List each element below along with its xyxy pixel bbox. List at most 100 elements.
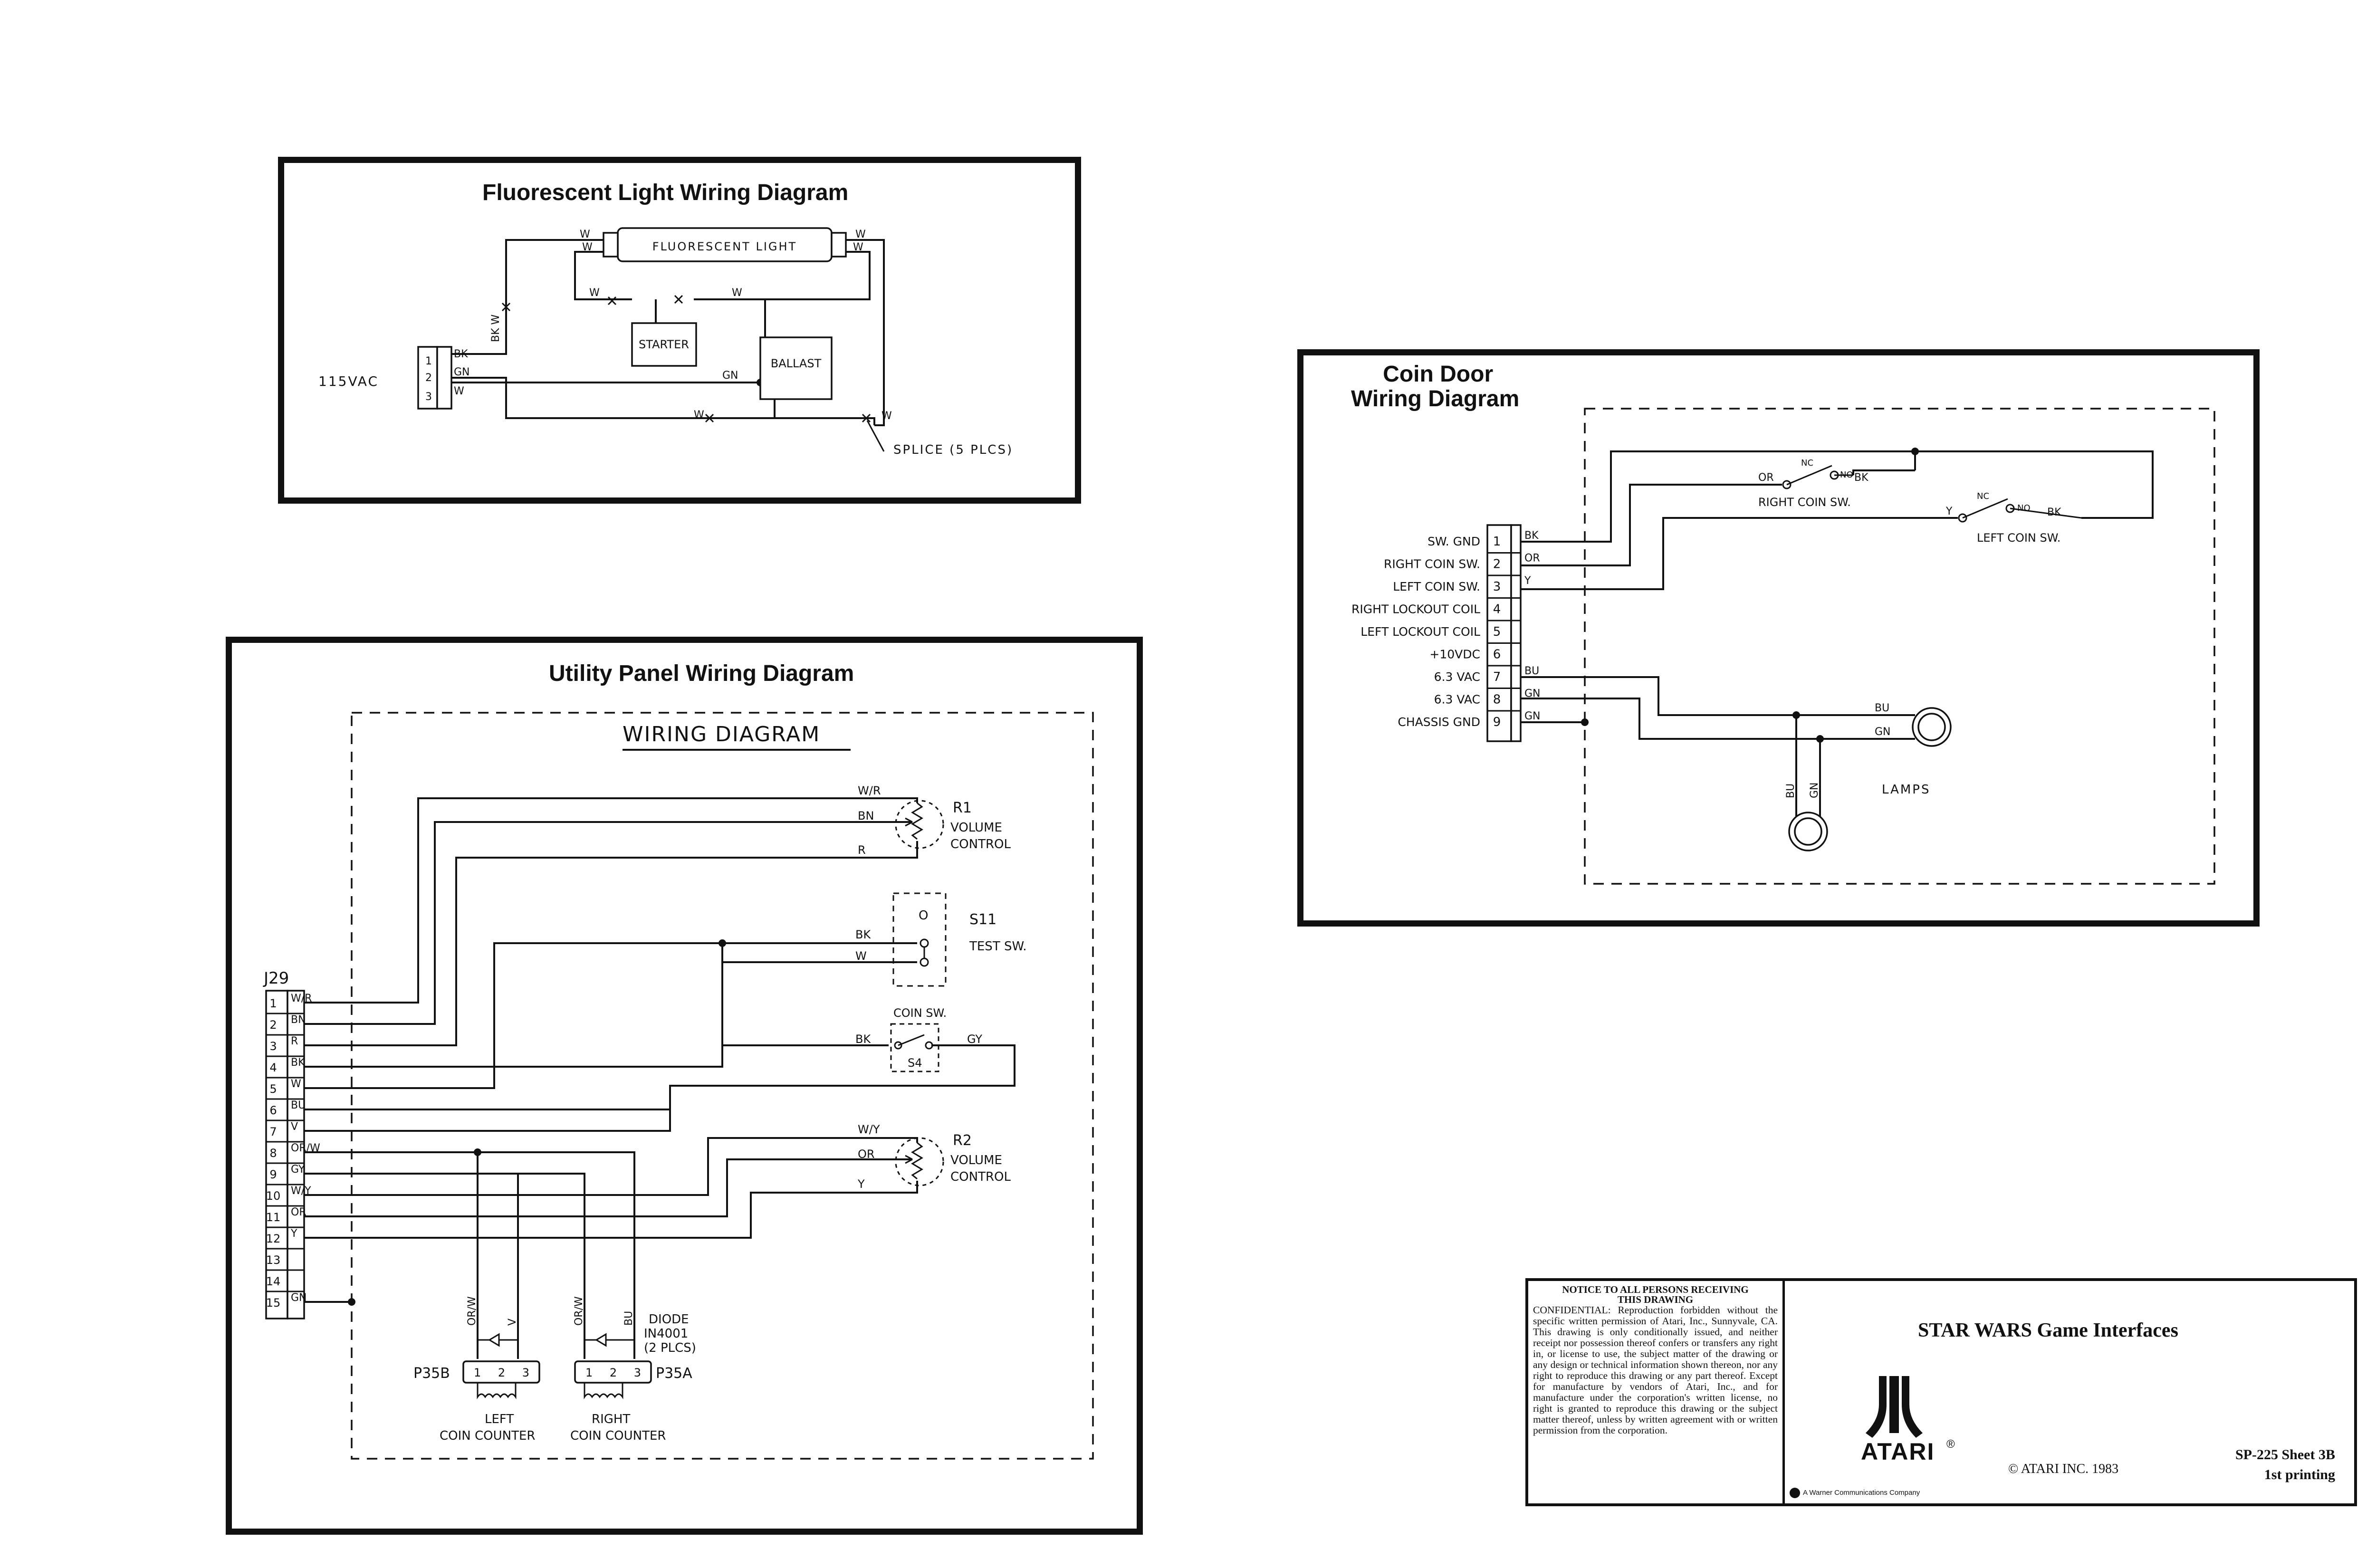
starter (631, 322, 697, 367)
j29-pin-number: 6 (269, 1104, 277, 1117)
coin-door-pin-number: 3 (1493, 580, 1501, 594)
right-coin-switch (1782, 465, 1853, 489)
coin-door-signal-label: RIGHT COIN SW. (1384, 557, 1480, 571)
svg-text:3: 3 (425, 391, 432, 403)
j29-pin-number: 15 (266, 1296, 281, 1310)
warner-credit: A Warner Communications Company (1790, 1488, 1920, 1498)
j29-pin-number: 12 (266, 1232, 281, 1245)
right-coin-switch-label: RIGHT COIN SW. (1758, 496, 1851, 509)
splice-marks (501, 295, 871, 423)
j29-pin-number: 13 (266, 1253, 281, 1267)
svg-text:NC: NC (1801, 458, 1813, 468)
svg-text:W: W (454, 385, 464, 397)
right-coin-counter (584, 1383, 623, 1399)
starter-label: STARTER (639, 338, 689, 351)
coin-door-signal-label: LEFT LOCKOUT COIL (1360, 625, 1480, 639)
svg-text:Y: Y (1945, 506, 1953, 517)
warner-logo-icon (1790, 1488, 1800, 1498)
j29-pin-number: 14 (266, 1275, 281, 1288)
coin-door-pin-number: 7 (1493, 670, 1501, 684)
s11-switch (892, 892, 947, 987)
coin-door-signal-label: 6.3 VAC (1434, 693, 1480, 707)
ballast (759, 336, 833, 400)
diode-left (478, 1333, 518, 1347)
j29-wire-label: Y (290, 1228, 297, 1240)
coin-door-signal-label: LEFT COIN SW. (1393, 580, 1480, 593)
j29-pin-number: 4 (269, 1061, 277, 1074)
utility-title: Utility Panel Wiring Diagram (549, 661, 854, 686)
j29-wire-label: BN (291, 1014, 306, 1026)
coin-door-signal-label: +10VDC (1429, 648, 1480, 661)
svg-text:1 2 3: 1 2 3 (474, 1366, 536, 1379)
svg-text:W: W (694, 409, 704, 421)
svg-text:1 2 3: 1 2 3 (585, 1366, 648, 1379)
j29-connector (265, 990, 288, 1319)
coin-door-wire-label: BU (1524, 665, 1539, 677)
left-coin-switch (1958, 498, 2082, 523)
copyright: © ATARI INC. 1983 (2008, 1462, 2119, 1476)
svg-text:W/R: W/R (858, 784, 881, 797)
svg-text:NO: NO (1840, 470, 1853, 480)
svg-text:S4: S4 (908, 1056, 922, 1070)
coin-door-wire-label: Y (1524, 575, 1531, 587)
power-connector (417, 346, 438, 410)
svg-text:1: 1 (425, 355, 432, 367)
svg-text:W/Y: W/Y (858, 1123, 880, 1136)
svg-text:V: V (507, 1319, 518, 1326)
svg-text:W: W (582, 241, 593, 253)
svg-text:BU: BU (1875, 702, 1889, 714)
j29-wire-label: BK (291, 1057, 305, 1069)
coin-door-pin-number: 5 (1493, 625, 1501, 639)
svg-text:W: W (853, 241, 863, 253)
svg-text:P35A: P35A (656, 1365, 692, 1382)
atari-wordmark: ATARI (1861, 1438, 1935, 1465)
svg-text:BK: BK (1854, 472, 1868, 484)
j29-wire-label: R (291, 1035, 298, 1047)
svg-text:R2: R2 (953, 1132, 972, 1149)
svg-text:OR/W: OR/W (573, 1296, 585, 1326)
j29-wire-label: W (291, 1078, 301, 1090)
j29-pin-number: 10 (266, 1189, 281, 1203)
coin-door-title: Coin Door Wiring Diagram (1351, 362, 1520, 411)
svg-text:W: W (589, 287, 600, 299)
svg-text:COIN SW.: COIN SW. (893, 1006, 947, 1020)
svg-text:W: W (855, 229, 866, 240)
svg-text:VOLUME: VOLUME (950, 821, 1002, 835)
svg-text:OR/W: OR/W (466, 1296, 478, 1326)
coin-door-pin-number: 2 (1493, 557, 1501, 572)
left-coin-counter (477, 1383, 517, 1399)
coin-door-wire-label: GN (1524, 710, 1541, 722)
coin-door-pin-number: 8 (1493, 693, 1501, 707)
diode-right (584, 1333, 634, 1347)
j29-wire-label: GY (291, 1164, 305, 1176)
fluorescent-lamp-label: FLUORESCENT LIGHT (652, 240, 797, 253)
svg-text:BK W: BK W (490, 314, 502, 342)
svg-text:R: R (858, 843, 866, 857)
notice-body: CONFIDENTIAL: Reproduction forbidden wit… (1533, 1304, 1778, 1436)
svg-text:S11: S11 (969, 911, 996, 928)
svg-text:NO: NO (2017, 503, 2031, 513)
p35b-connector (462, 1360, 540, 1384)
coin-door-signal-label: 6.3 VAC (1434, 670, 1480, 684)
svg-text:CONTROL: CONTROL (950, 837, 1011, 851)
svg-text:VOLUME: VOLUME (950, 1153, 1002, 1167)
svg-text:Y: Y (857, 1177, 865, 1191)
utility-heading: WIRING DIAGRAM (623, 722, 820, 746)
drawing-title: STAR WARS Game Interfaces (1918, 1319, 2178, 1341)
svg-text:W: W (881, 410, 892, 422)
svg-text:RIGHT: RIGHT (592, 1412, 630, 1426)
j29-wire-label: BU (291, 1100, 306, 1111)
supply-label: 115VAC (318, 373, 379, 389)
svg-text:(2 PLCS): (2 PLCS) (644, 1341, 696, 1355)
svg-text:BK: BK (855, 928, 871, 941)
svg-text:R1: R1 (953, 800, 972, 816)
svg-text:W: W (580, 229, 590, 240)
j29-pin-number: 2 (269, 1018, 277, 1032)
svg-text:P35B: P35B (413, 1365, 450, 1382)
splice-label: SPLICE (5 PLCS) (893, 443, 1013, 457)
left-coin-switch-label: LEFT COIN SW. (1977, 531, 2060, 545)
j29-pin-number: 3 (269, 1040, 277, 1053)
j29-pin-number: 9 (269, 1168, 277, 1181)
